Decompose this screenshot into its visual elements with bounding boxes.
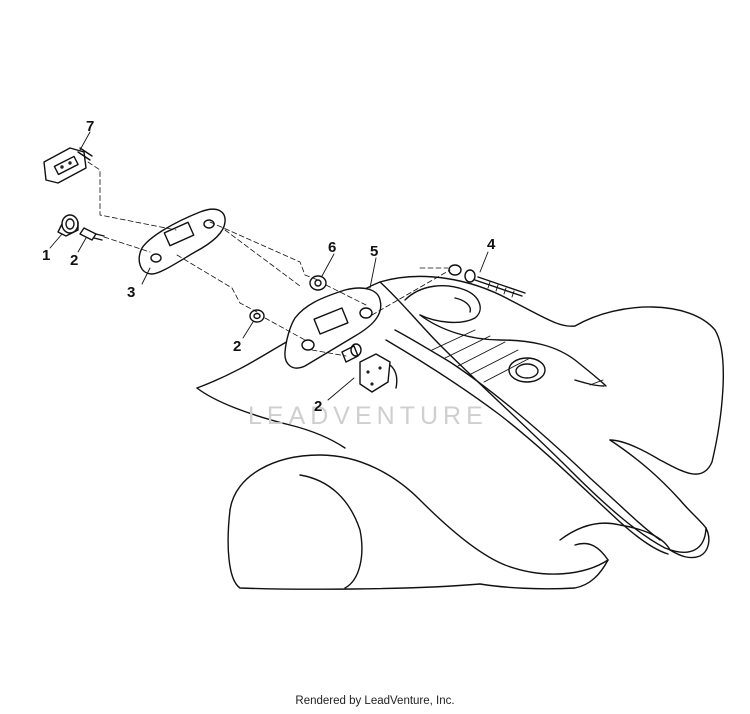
callout-7: 7 [86,118,95,135]
part-7-switch [43,147,93,184]
callout-2-lower: 2 [314,398,323,415]
callout-2-middle: 2 [233,338,242,355]
callout-5: 5 [370,243,379,260]
part-1-socket [57,214,79,237]
callout-1: 1 [42,247,51,264]
part-2-bulb-left [79,227,105,241]
part-2-socket-lower [341,343,398,393]
part-4-screw [448,264,526,298]
callout-3: 3 [127,284,136,301]
callout-2-upper: 2 [70,252,79,269]
part-5-panel [284,287,382,369]
part-3-plate [138,208,226,275]
part-2-washer-mid [249,309,265,323]
callout-4: 4 [487,236,496,253]
watermark-text: LEADVENTURE [248,402,488,430]
leader-lines [49,131,489,401]
rear-fender [196,275,724,590]
callout-6: 6 [328,239,337,256]
part-6-washer [309,275,327,291]
footer-credit: Rendered by LeadVenture, Inc. [295,695,455,707]
